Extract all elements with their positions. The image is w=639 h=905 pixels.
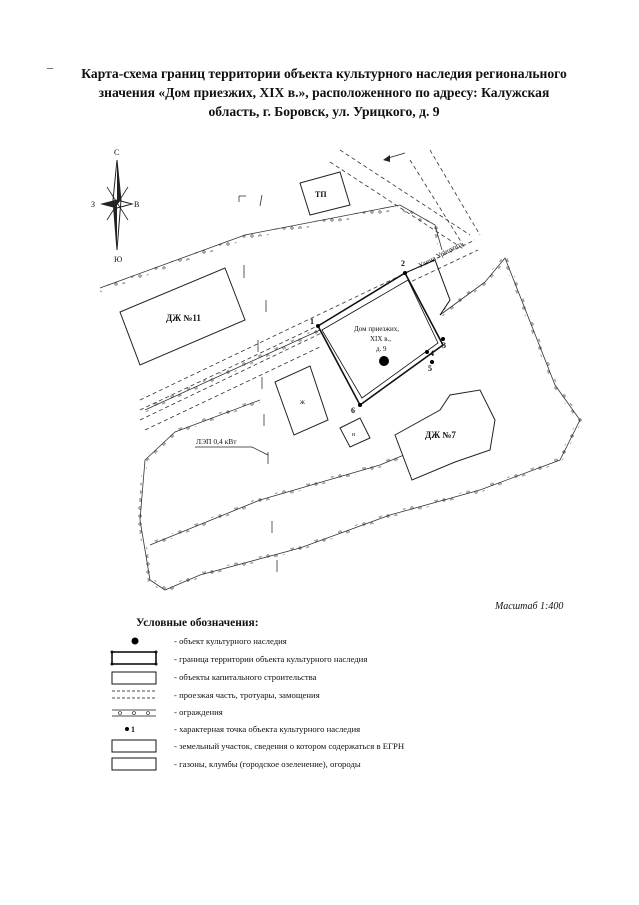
- building-tp: ТП: [299, 171, 351, 216]
- house-label-1: Дом приезжих,: [354, 325, 399, 333]
- building-dzh11: ДЖ №11: [119, 267, 246, 366]
- legend-text: - газоны, клумбы (городское озеленение),…: [174, 759, 361, 769]
- page-title: Карта-схема границ территории объекта ку…: [40, 64, 608, 121]
- compass-rose: С Ю З В: [91, 148, 139, 264]
- house-label-3: д. 9: [376, 345, 387, 353]
- legend-item-roads: - проезжая часть, тротуары, замощения: [110, 689, 530, 705]
- building-n: н: [339, 417, 371, 448]
- legend-text: - ограждения: [174, 707, 223, 717]
- point-2: 2: [401, 259, 405, 268]
- lep-label: ЛЭП 0,4 кВт: [196, 437, 237, 446]
- point-5: 5: [428, 364, 432, 373]
- house-label-2: XIX в.,: [370, 335, 391, 343]
- label-tp: ТП: [315, 190, 327, 199]
- legend-lawn: [111, 757, 157, 771]
- building-dzh7: ДЖ №7: [394, 389, 496, 481]
- fence-lines: [99, 194, 583, 593]
- heritage-territory: Дом приезжих, XIX в., д. 9: [316, 259, 451, 407]
- label-n: н: [352, 432, 356, 438]
- compass-north: С: [114, 148, 119, 157]
- label-zh: ж: [299, 398, 305, 406]
- compass-south: Ю: [114, 255, 122, 264]
- point-3: 3: [442, 341, 446, 350]
- legend-item-heritage-object: - объект культурного наследия: [110, 635, 530, 651]
- legend-text: - объект культурного наследия: [174, 636, 287, 646]
- title-line-1: Карта-схема границ территории объекта ку…: [81, 66, 567, 81]
- legend-item-capital-building: - объекты капитального строительства: [110, 671, 530, 687]
- compass-east: В: [134, 200, 139, 209]
- legend-item-fence: - ограждения: [110, 706, 530, 722]
- fence-ticks: [238, 195, 278, 572]
- scale-label: Масштаб 1:400: [495, 601, 564, 612]
- legend-title: Условные обозначения:: [136, 617, 259, 629]
- label-dzh11: ДЖ №11: [166, 313, 201, 323]
- legend-land-plot: [111, 739, 157, 753]
- compass-west: З: [91, 200, 95, 209]
- legend-text: - граница территории объекта культурного…: [174, 654, 368, 664]
- legend-text: - земельный участок, сведения о котором …: [174, 741, 405, 751]
- legend-symbols: 1: [110, 637, 158, 771]
- legend-point-label: 1: [131, 725, 135, 734]
- point-4: 4: [430, 349, 434, 358]
- legend-capital-building: [111, 671, 157, 685]
- characteristic-points: 1 2 3 4 5 6: [310, 259, 446, 415]
- margin-dash: –: [47, 60, 53, 74]
- point-1: 1: [310, 317, 314, 326]
- title-line-3: область, г. Боровск, ул. Урицкого, д. 9: [208, 104, 440, 119]
- legend-text: - проезжая часть, тротуары, замощения: [174, 690, 320, 700]
- legend-item-land-plot: - земельный участок, сведения о котором …: [110, 740, 530, 756]
- legend-item-point: - характерная точка объекта культурного …: [110, 723, 530, 739]
- legend-heritage-dot: [131, 637, 139, 645]
- label-dzh7: ДЖ №7: [425, 430, 456, 440]
- heritage-object-dot: [379, 356, 389, 366]
- legend-text: - характерная точка объекта культурного …: [174, 724, 361, 734]
- legend-boundary: [111, 651, 157, 665]
- lep-callout: ЛЭП 0,4 кВт: [195, 437, 269, 456]
- legend-item-boundary: - граница территории объекта культурного…: [110, 653, 530, 669]
- street-arrow: [383, 152, 406, 162]
- legend-text: - объекты капитального строительства: [174, 672, 317, 682]
- legend-item-lawn: - газоны, клумбы (городское озеленение),…: [110, 758, 530, 774]
- building-zh: ж: [274, 365, 329, 436]
- point-6: 6: [351, 406, 355, 415]
- title-line-2: значения «Дом приезжих, XIX в.», располо…: [98, 85, 550, 100]
